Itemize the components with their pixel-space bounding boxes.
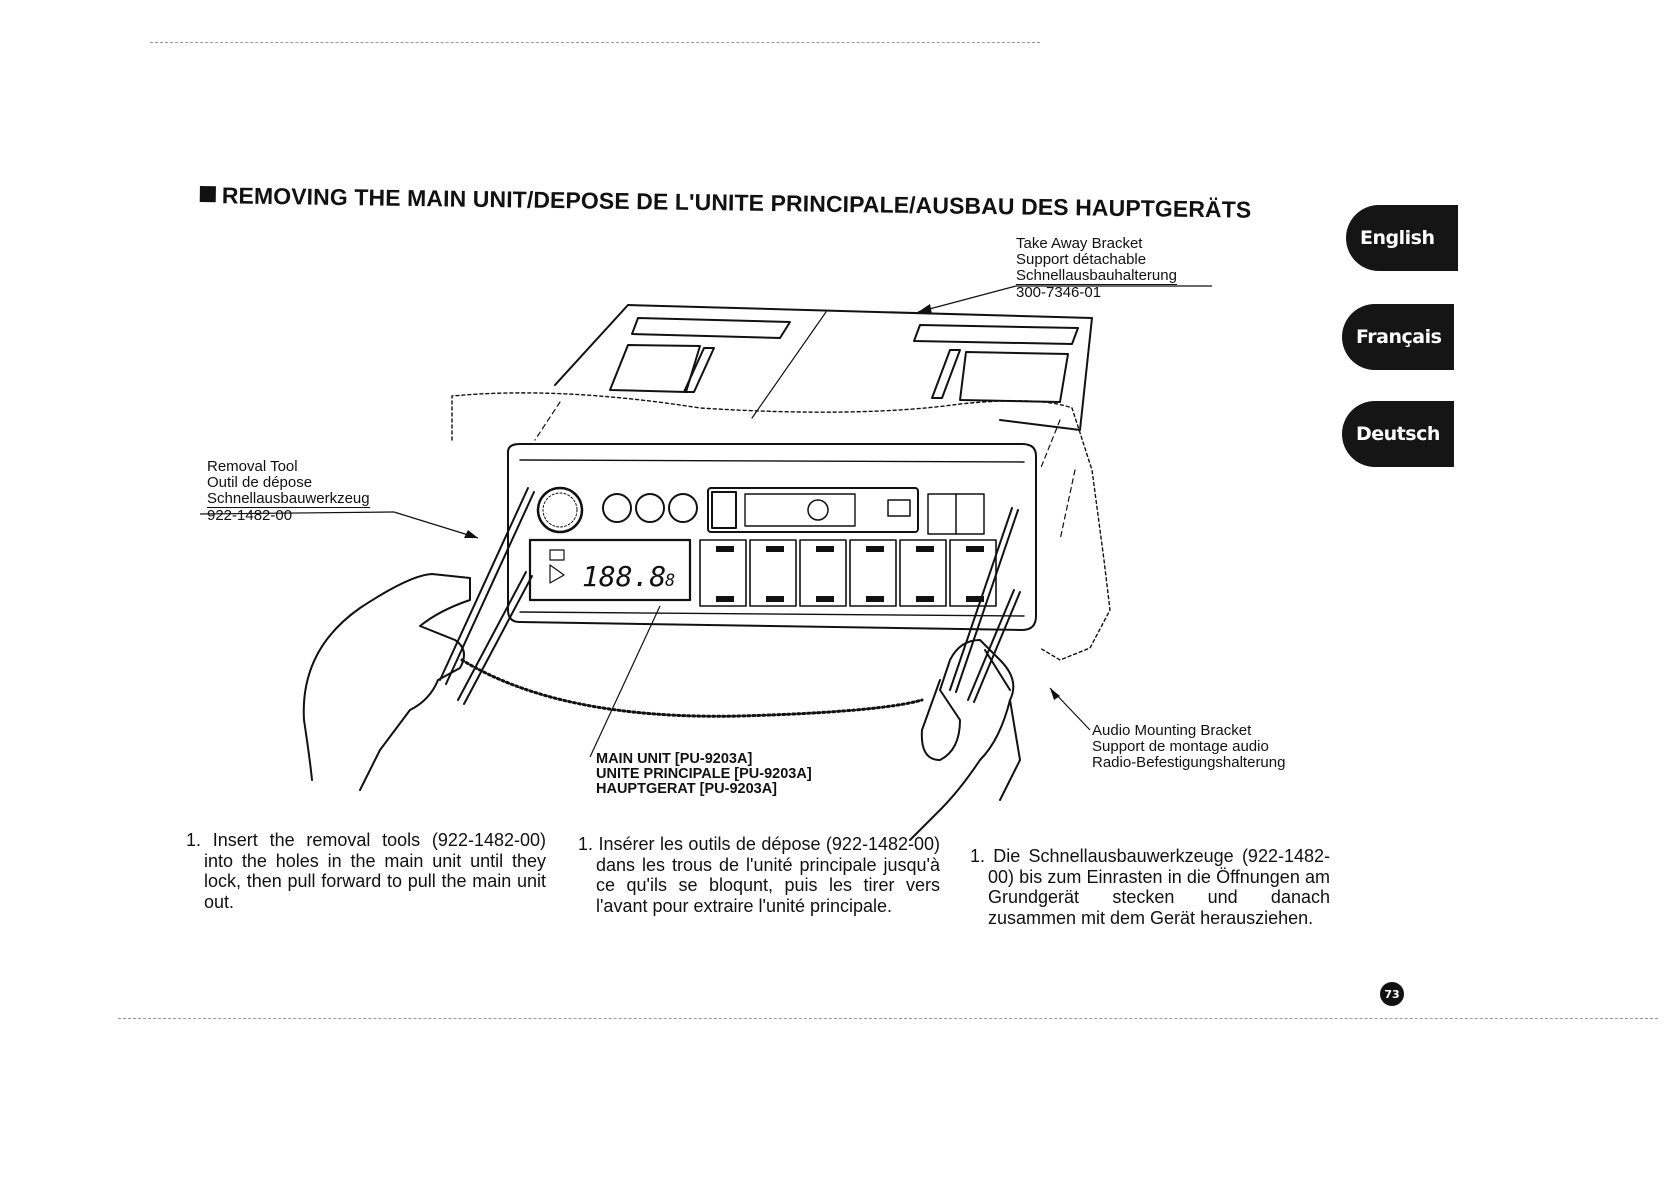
scan-artifact-bottom [118, 1018, 1658, 1019]
instruction-french: 1. Insérer les outils de dépose (922-148… [578, 834, 940, 916]
right-hand [909, 639, 1021, 841]
instruction-english: 1. Insert the removal tools (922-1482-00… [186, 830, 546, 912]
tab-francais[interactable]: Français [1342, 304, 1454, 370]
tab-deutsch[interactable]: Deutsch [1342, 401, 1454, 467]
tool-wire-chain [460, 658, 924, 718]
callout-removal-tool: Removal Tool Outil de dépose Schnellausb… [207, 458, 370, 524]
take-away-bracket-shape [554, 304, 1093, 431]
main-unit-body [507, 443, 1037, 631]
lcd-channel: 8 [665, 571, 675, 591]
left-hand [302, 573, 471, 791]
button-1 [602, 493, 632, 523]
callout-take-away-bracket: Take Away Bracket Support détachable Sch… [1016, 235, 1177, 301]
preset-buttons [699, 539, 997, 607]
lcd-frequency: 188.8 [582, 560, 666, 593]
callout-audio-mounting-bracket: Audio Mounting Bracket Support de montag… [1092, 722, 1286, 771]
dashboard-cutaway [451, 392, 1111, 661]
page-number-badge: 73 [1380, 982, 1404, 1006]
instruction-german: 1. Die Schnellausbauwerkzeuge (922-1482-… [970, 846, 1330, 928]
button-3 [668, 493, 698, 523]
cassette-slot [707, 487, 919, 533]
callout-main-unit: MAIN UNIT [PU-9203A] UNITE PRINCIPALE [P… [596, 751, 812, 797]
tab-english[interactable]: English [1346, 205, 1458, 271]
volume-knob [536, 486, 584, 534]
scan-artifact-top [150, 42, 1040, 43]
button-2 [635, 493, 665, 523]
lcd-display [528, 538, 692, 602]
removal-tools [439, 487, 1021, 705]
